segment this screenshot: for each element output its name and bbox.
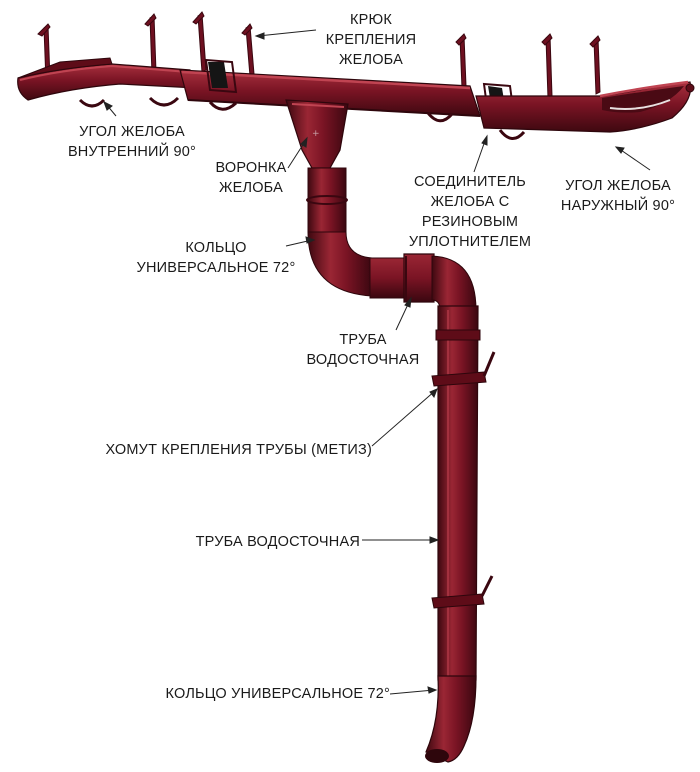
label-hook-line-2: КРЕПЛЕНИЯ [316, 30, 426, 50]
label-connector-line-3: РЕЗИНОВЫМ [400, 212, 540, 232]
hook-3 [193, 12, 206, 72]
inner-corner-gutter [18, 58, 196, 106]
label-connector-line-2: ЖЕЛОБА С [400, 192, 540, 212]
label-ring-upper-line-1: КОЛЬЦО [136, 238, 296, 258]
hook-2 [145, 14, 156, 74]
label-funnel-line-1: ВОРОНКА [206, 158, 296, 178]
label-clamp: ХОМУТ КРЕПЛЕНИЯ ТРУБЫ (МЕТИЗ) [100, 440, 372, 460]
label-ring-lower: КОЛЬЦО УНИВЕРСАЛЬНОЕ 72° [150, 684, 390, 704]
label-pipe-upper-line-1: ТРУБА [300, 330, 426, 350]
label-outer-corner-line-2: НАРУЖНЫЙ 90° [548, 196, 688, 216]
hook-6 [542, 34, 552, 98]
label-ring-upper: КОЛЬЦО УНИВЕРСАЛЬНОЕ 72° [136, 238, 296, 278]
label-inner-corner-line-1: УГОЛ ЖЕЛОБА [62, 122, 202, 142]
label-outer-corner-line-1: УГОЛ ЖЕЛОБА [548, 176, 688, 196]
label-funnel-line-2: ЖЕЛОБА [206, 178, 296, 198]
outer-corner-gutter [476, 82, 694, 139]
hook-5 [456, 34, 466, 88]
label-hook: КРЮК КРЕПЛЕНИЯ ЖЕЛОБА [316, 10, 426, 70]
hook-4 [242, 24, 254, 76]
label-pipe-lower: ТРУБА ВОДОСТОЧНАЯ [180, 532, 360, 552]
label-connector-line-1: СОЕДИНИТЕЛЬ [400, 172, 540, 192]
label-ring-lower-line-1: КОЛЬЦО УНИВЕРСАЛЬНОЕ 72° [150, 684, 390, 704]
downspout [436, 306, 480, 680]
label-inner-corner: УГОЛ ЖЕЛОБА ВНУТРЕННИЙ 90° [62, 122, 202, 162]
hook-7 [590, 36, 600, 94]
label-hook-line-1: КРЮК [316, 10, 426, 30]
label-connector: СОЕДИНИТЕЛЬ ЖЕЛОБА С РЕЗИНОВЫМ УПЛОТНИТЕ… [400, 172, 540, 252]
label-hook-line-3: ЖЕЛОБА [316, 50, 426, 70]
label-outer-corner: УГОЛ ЖЕЛОБА НАРУЖНЫЙ 90° [548, 176, 688, 216]
label-connector-line-4: УПЛОТНИТЕЛЕМ [400, 232, 540, 252]
label-pipe-lower-line-1: ТРУБА ВОДОСТОЧНАЯ [180, 532, 360, 552]
label-pipe-upper-line-2: ВОДОСТОЧНАЯ [300, 350, 426, 370]
label-inner-corner-line-2: ВНУТРЕННИЙ 90° [62, 142, 202, 162]
label-ring-upper-line-2: УНИВЕРСАЛЬНОЕ 72° [136, 258, 296, 278]
label-clamp-line-1: ХОМУТ КРЕПЛЕНИЯ ТРУБЫ (МЕТИЗ) [100, 440, 372, 460]
svg-text:+: + [312, 129, 320, 139]
label-funnel: ВОРОНКА ЖЕЛОБА [206, 158, 296, 198]
label-pipe-upper: ТРУБА ВОДОСТОЧНАЯ [300, 330, 426, 370]
